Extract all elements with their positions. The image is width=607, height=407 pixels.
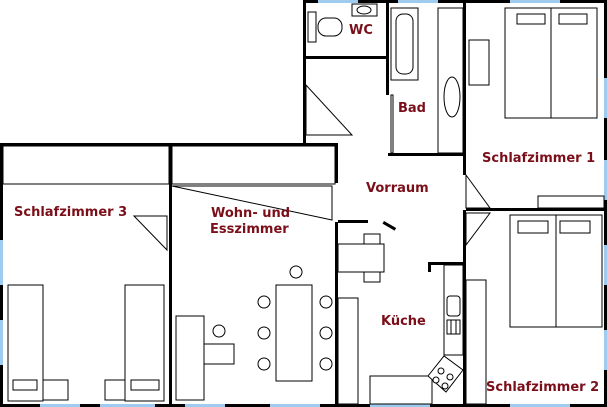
room-label-schlafzimmer-3: Schlafzimmer 3 <box>14 205 127 220</box>
bedroom-3-furniture <box>7 284 165 402</box>
room-label-schlafzimmer-2: Schlafzimmer 2 <box>486 380 599 395</box>
door-swings <box>2 83 491 252</box>
room-label-kueche: Küche <box>381 314 426 329</box>
room-label-vorraum: Vorraum <box>366 181 429 196</box>
bedroom-2-furniture <box>465 214 603 405</box>
bath-fixtures <box>390 7 464 154</box>
room-label-schlafzimmer-1: Schlafzimmer 1 <box>482 151 595 166</box>
living-dining-furniture <box>175 265 333 401</box>
kitchen-furniture <box>337 233 464 405</box>
room-labels: WC Bad Schlafzimmer 1 Vorraum Schlafzimm… <box>14 23 599 395</box>
room-label-wohn-line1: Wohn- und <box>211 206 290 221</box>
room-label-bad: Bad <box>398 101 426 116</box>
bedroom-1-furniture <box>468 7 605 209</box>
room-label-wc: WC <box>349 23 373 38</box>
room-label-wohn-line2: Esszimmer <box>210 222 289 237</box>
wc-fixtures <box>307 3 378 43</box>
